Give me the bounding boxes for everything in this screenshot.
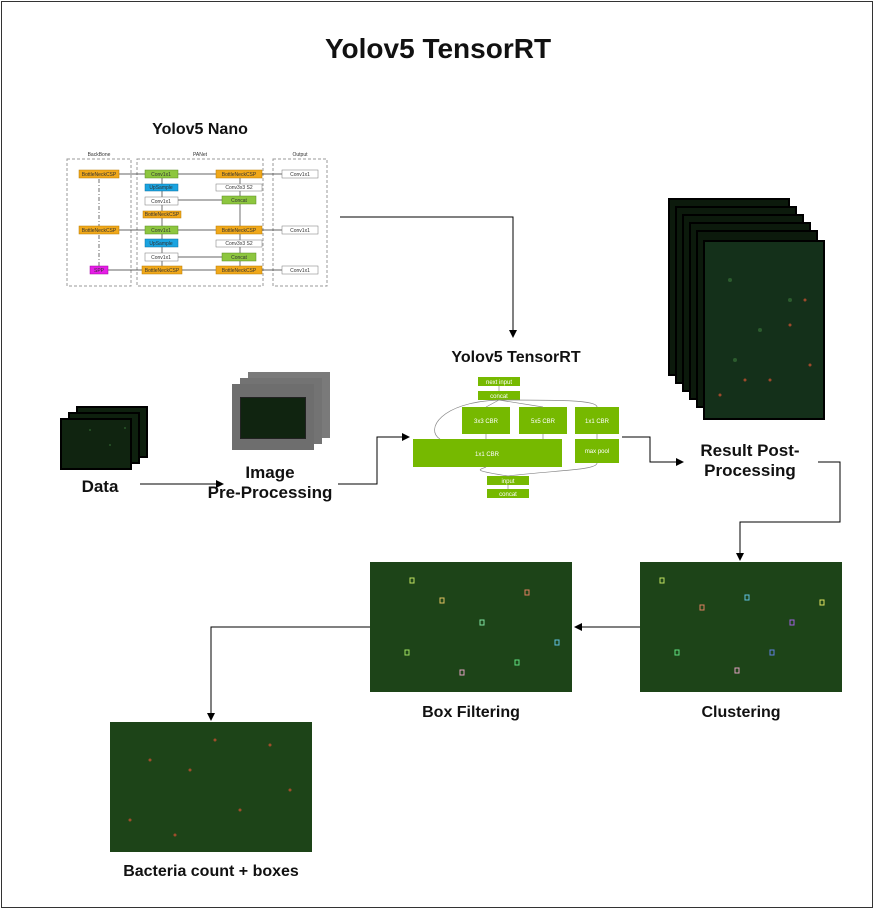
trt-concat-top: concat	[490, 394, 508, 400]
clustering-label: Clustering	[701, 704, 781, 721]
trt-cbr5: 5x5 CBR	[531, 419, 556, 425]
nano-block-text: BottleNeckCSP	[145, 212, 180, 218]
nano-block-text: Conv1x1	[151, 228, 171, 234]
nano-block-text: Conv3x3 S2	[225, 241, 252, 247]
data-image-stack	[60, 418, 132, 470]
nano-block-text: Conv3x3 S2	[225, 185, 252, 191]
trt-cbr1-big: 1x1 CBR	[475, 452, 500, 458]
box-filtering-label: Box Filtering	[422, 704, 520, 721]
nano-block-text: UpSample	[149, 241, 173, 247]
nano-label: Yolov5 Nano	[152, 121, 248, 138]
output-label: Output	[292, 152, 308, 158]
trt-label: Yolov5 TensorRT	[451, 349, 581, 366]
nano-block-text: BottleNeckCSP	[222, 228, 257, 234]
arrow-filtering-to-result	[207, 626, 370, 721]
preprocess-image-inner	[240, 397, 306, 439]
nano-block-text: Conv1x1	[290, 228, 310, 234]
nano-block-text: SPP	[94, 268, 105, 274]
trt-concat-bottom: concat	[499, 492, 517, 498]
nano-block-text: Conv1x1	[151, 199, 171, 205]
trt-input: input	[501, 479, 514, 485]
arrow-preprocess-to-trt	[338, 433, 410, 485]
box-filtering-image	[370, 562, 572, 692]
result-label: Bacteria count + boxes	[123, 863, 299, 880]
nano-block-text: BottleNeckCSP	[82, 172, 117, 178]
nano-block-text: BottleNeckCSP	[222, 268, 257, 274]
nano-block-text: BottleNeckCSP	[82, 228, 117, 234]
trt-cbr3: 3x3 CBR	[474, 419, 499, 425]
trt-next-input: next input	[486, 380, 512, 386]
nano-block-text: Concat	[231, 255, 247, 261]
nano-block-text: Concat	[231, 198, 247, 204]
clustering-image	[640, 562, 842, 692]
arrow-nano-to-trt	[340, 216, 517, 338]
nano-block-text: Conv1x1	[290, 172, 310, 178]
postprocess-label: Result Post- Processing	[700, 441, 800, 480]
trt-cbr1-small: 1x1 CBR	[585, 419, 610, 425]
result-image	[110, 722, 312, 852]
nano-block-text: Conv1x1	[290, 268, 310, 274]
trt-max-pool: max pool	[585, 449, 609, 455]
arrow-postprocess-to-clustering	[736, 461, 841, 561]
arrow-trt-to-postprocess	[622, 436, 684, 466]
preprocess-label: Image Pre-Processing	[207, 463, 333, 502]
nano-block-text: BottleNeckCSP	[222, 172, 257, 178]
backbone-label: BackBone	[88, 152, 111, 158]
nano-block-text: BottleNeckCSP	[145, 268, 180, 274]
panet-label: PANet	[193, 152, 208, 158]
nano-block-text: UpSample	[149, 185, 173, 191]
nano-block-text: Conv1x1	[151, 255, 171, 261]
result-image-front	[703, 240, 825, 420]
diagram-title: Yolov5 TensorRT	[324, 33, 552, 64]
nano-block-text: Conv1x1	[151, 172, 171, 178]
data-label: Data	[81, 477, 119, 496]
